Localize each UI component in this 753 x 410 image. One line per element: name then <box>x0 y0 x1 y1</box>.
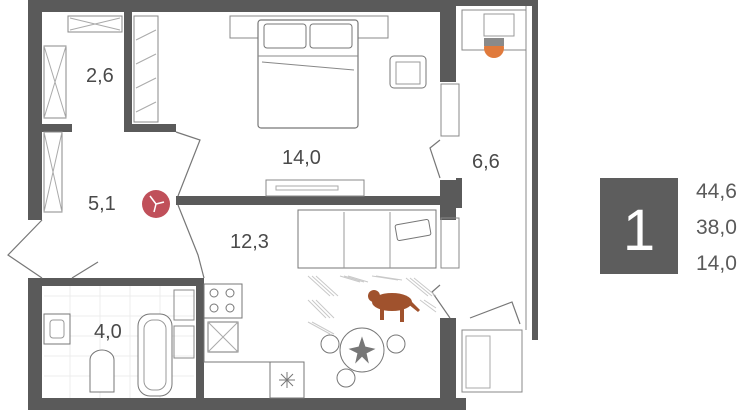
room-area-living: 12,3 <box>230 231 269 253</box>
room-area-balcony: 6,6 <box>472 151 500 173</box>
tv-stand-icon <box>265 179 365 197</box>
rooms-count: 1 <box>623 198 655 263</box>
balcony-room: 6,6 <box>440 6 527 393</box>
inner-walls <box>42 12 462 398</box>
bedroom-room: 14,0 <box>229 15 427 197</box>
dog-icon <box>368 290 420 322</box>
double-bed-icon <box>257 19 359 129</box>
room-area-wardrobe: 2,6 <box>86 65 114 87</box>
rooms-count-badge <box>600 178 678 274</box>
room-area-bathroom: 4,0 <box>94 321 122 343</box>
living-area: 38,0 <box>696 216 737 239</box>
armchair-icon <box>389 55 427 89</box>
kitchen-area: 14,0 <box>696 252 737 275</box>
outer-walls <box>28 0 538 410</box>
total-area: 44,6 <box>696 180 737 203</box>
hall-room: 5,1 <box>43 131 170 218</box>
dining-table-icon <box>320 327 406 388</box>
bathtub-icon <box>137 313 173 397</box>
sofa-icon <box>297 209 437 269</box>
sink-icon <box>43 313 71 345</box>
living-room: 12,3 <box>203 209 437 399</box>
room-area-hall: 5,1 <box>88 193 116 215</box>
doors <box>7 131 521 325</box>
toilet-icon <box>89 349 115 393</box>
wardrobe-room: 2,6 <box>43 15 159 123</box>
kitchen-icon <box>203 283 305 399</box>
rug-icon <box>307 275 437 335</box>
bathroom-room: 4,0 <box>43 286 195 398</box>
room-area-bedroom: 14,0 <box>282 147 321 169</box>
apartment-summary: 1 44,6 38,0 14,0 <box>600 178 737 275</box>
